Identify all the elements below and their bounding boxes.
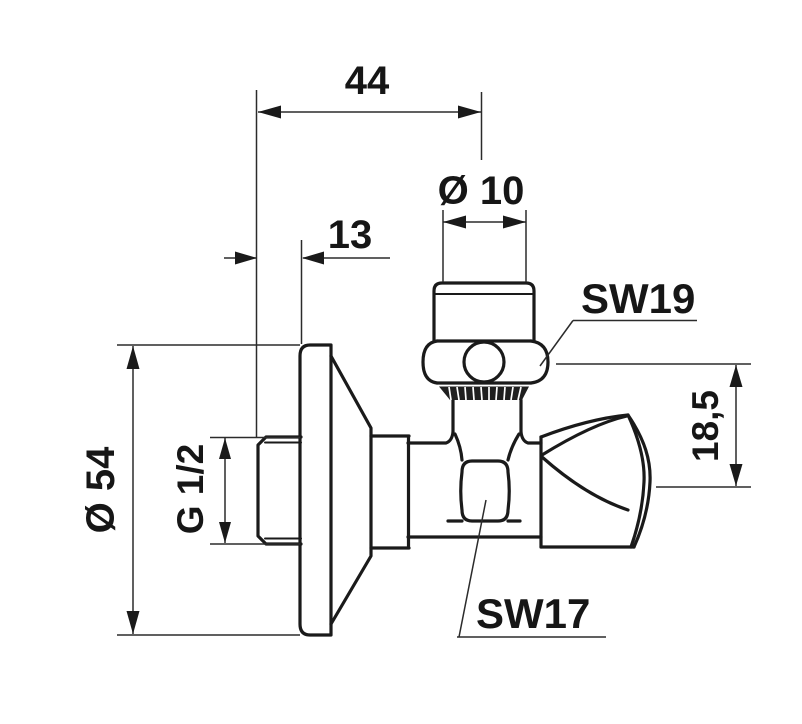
sw17-label: SW17 — [476, 590, 590, 637]
thread-pipe — [256, 435, 303, 546]
bonnet-right-bulge — [529, 339, 550, 385]
callout-sw19: SW19 — [539, 275, 697, 367]
arrow-44-left — [258, 105, 281, 119]
sw19-label: SW19 — [581, 275, 695, 322]
sw19-leader — [539, 320, 574, 367]
dim-dia10-label: Ø 10 — [438, 169, 525, 213]
arrow-185-bottom — [729, 464, 743, 486]
spindle-cap — [432, 281, 536, 343]
sw17-leader — [458, 499, 487, 638]
dimension-44: 44 — [255, 59, 483, 437]
handle-cap-outer — [626, 413, 652, 549]
thread-g12-label: G 1/2 — [170, 444, 211, 535]
arrow-g12-top — [219, 438, 231, 459]
bonnet-left-bulge — [421, 339, 439, 385]
arrow-13-right — [302, 251, 324, 265]
knurl-band-fill — [439, 386, 529, 400]
dimension-dia-10: Ø 10 — [438, 169, 527, 282]
knurl-band — [439, 386, 529, 401]
valve-handle — [539, 413, 652, 549]
collar — [369, 434, 411, 550]
arrow-dia54-top — [126, 346, 140, 369]
arrow-dia10-right — [503, 215, 526, 229]
arrow-13-left — [235, 251, 257, 265]
bonnet-nut-sw19 — [421, 339, 550, 385]
dim-dia54-label: Ø 54 — [79, 446, 123, 533]
arrow-185-top — [729, 365, 743, 387]
dim-18-5-label: 18,5 — [685, 390, 726, 462]
bonnet-center-ball — [462, 340, 506, 384]
body-hex-sw17 — [459, 459, 511, 523]
knurl-ticks — [448, 386, 522, 401]
arrow-dia54-bottom — [126, 611, 140, 634]
neck — [451, 398, 523, 462]
flange-face — [298, 343, 333, 637]
valve-body — [406, 430, 543, 539]
dimension-13: 13 — [224, 213, 390, 344]
dim-13-label: 13 — [328, 213, 373, 257]
handle-surface-arc-lower — [540, 455, 630, 512]
arrow-g12-bottom — [219, 522, 231, 543]
dimension-dia-54: Ø 54 — [79, 344, 300, 636]
handle-surface-arc-upper — [540, 414, 629, 457]
dimension-g12: G 1/2 — [170, 436, 300, 545]
arrow-dia10-left — [443, 215, 466, 229]
handle-top-edge — [539, 413, 630, 439]
flange-bell — [329, 354, 373, 626]
dimension-18-5: 18,5 — [556, 363, 751, 488]
dim-44-label: 44 — [345, 59, 390, 103]
arrow-44-right — [458, 105, 481, 119]
callout-sw17: SW17 — [457, 499, 606, 638]
handle-cap-inner — [626, 413, 646, 549]
valve-outline — [256, 281, 652, 637]
